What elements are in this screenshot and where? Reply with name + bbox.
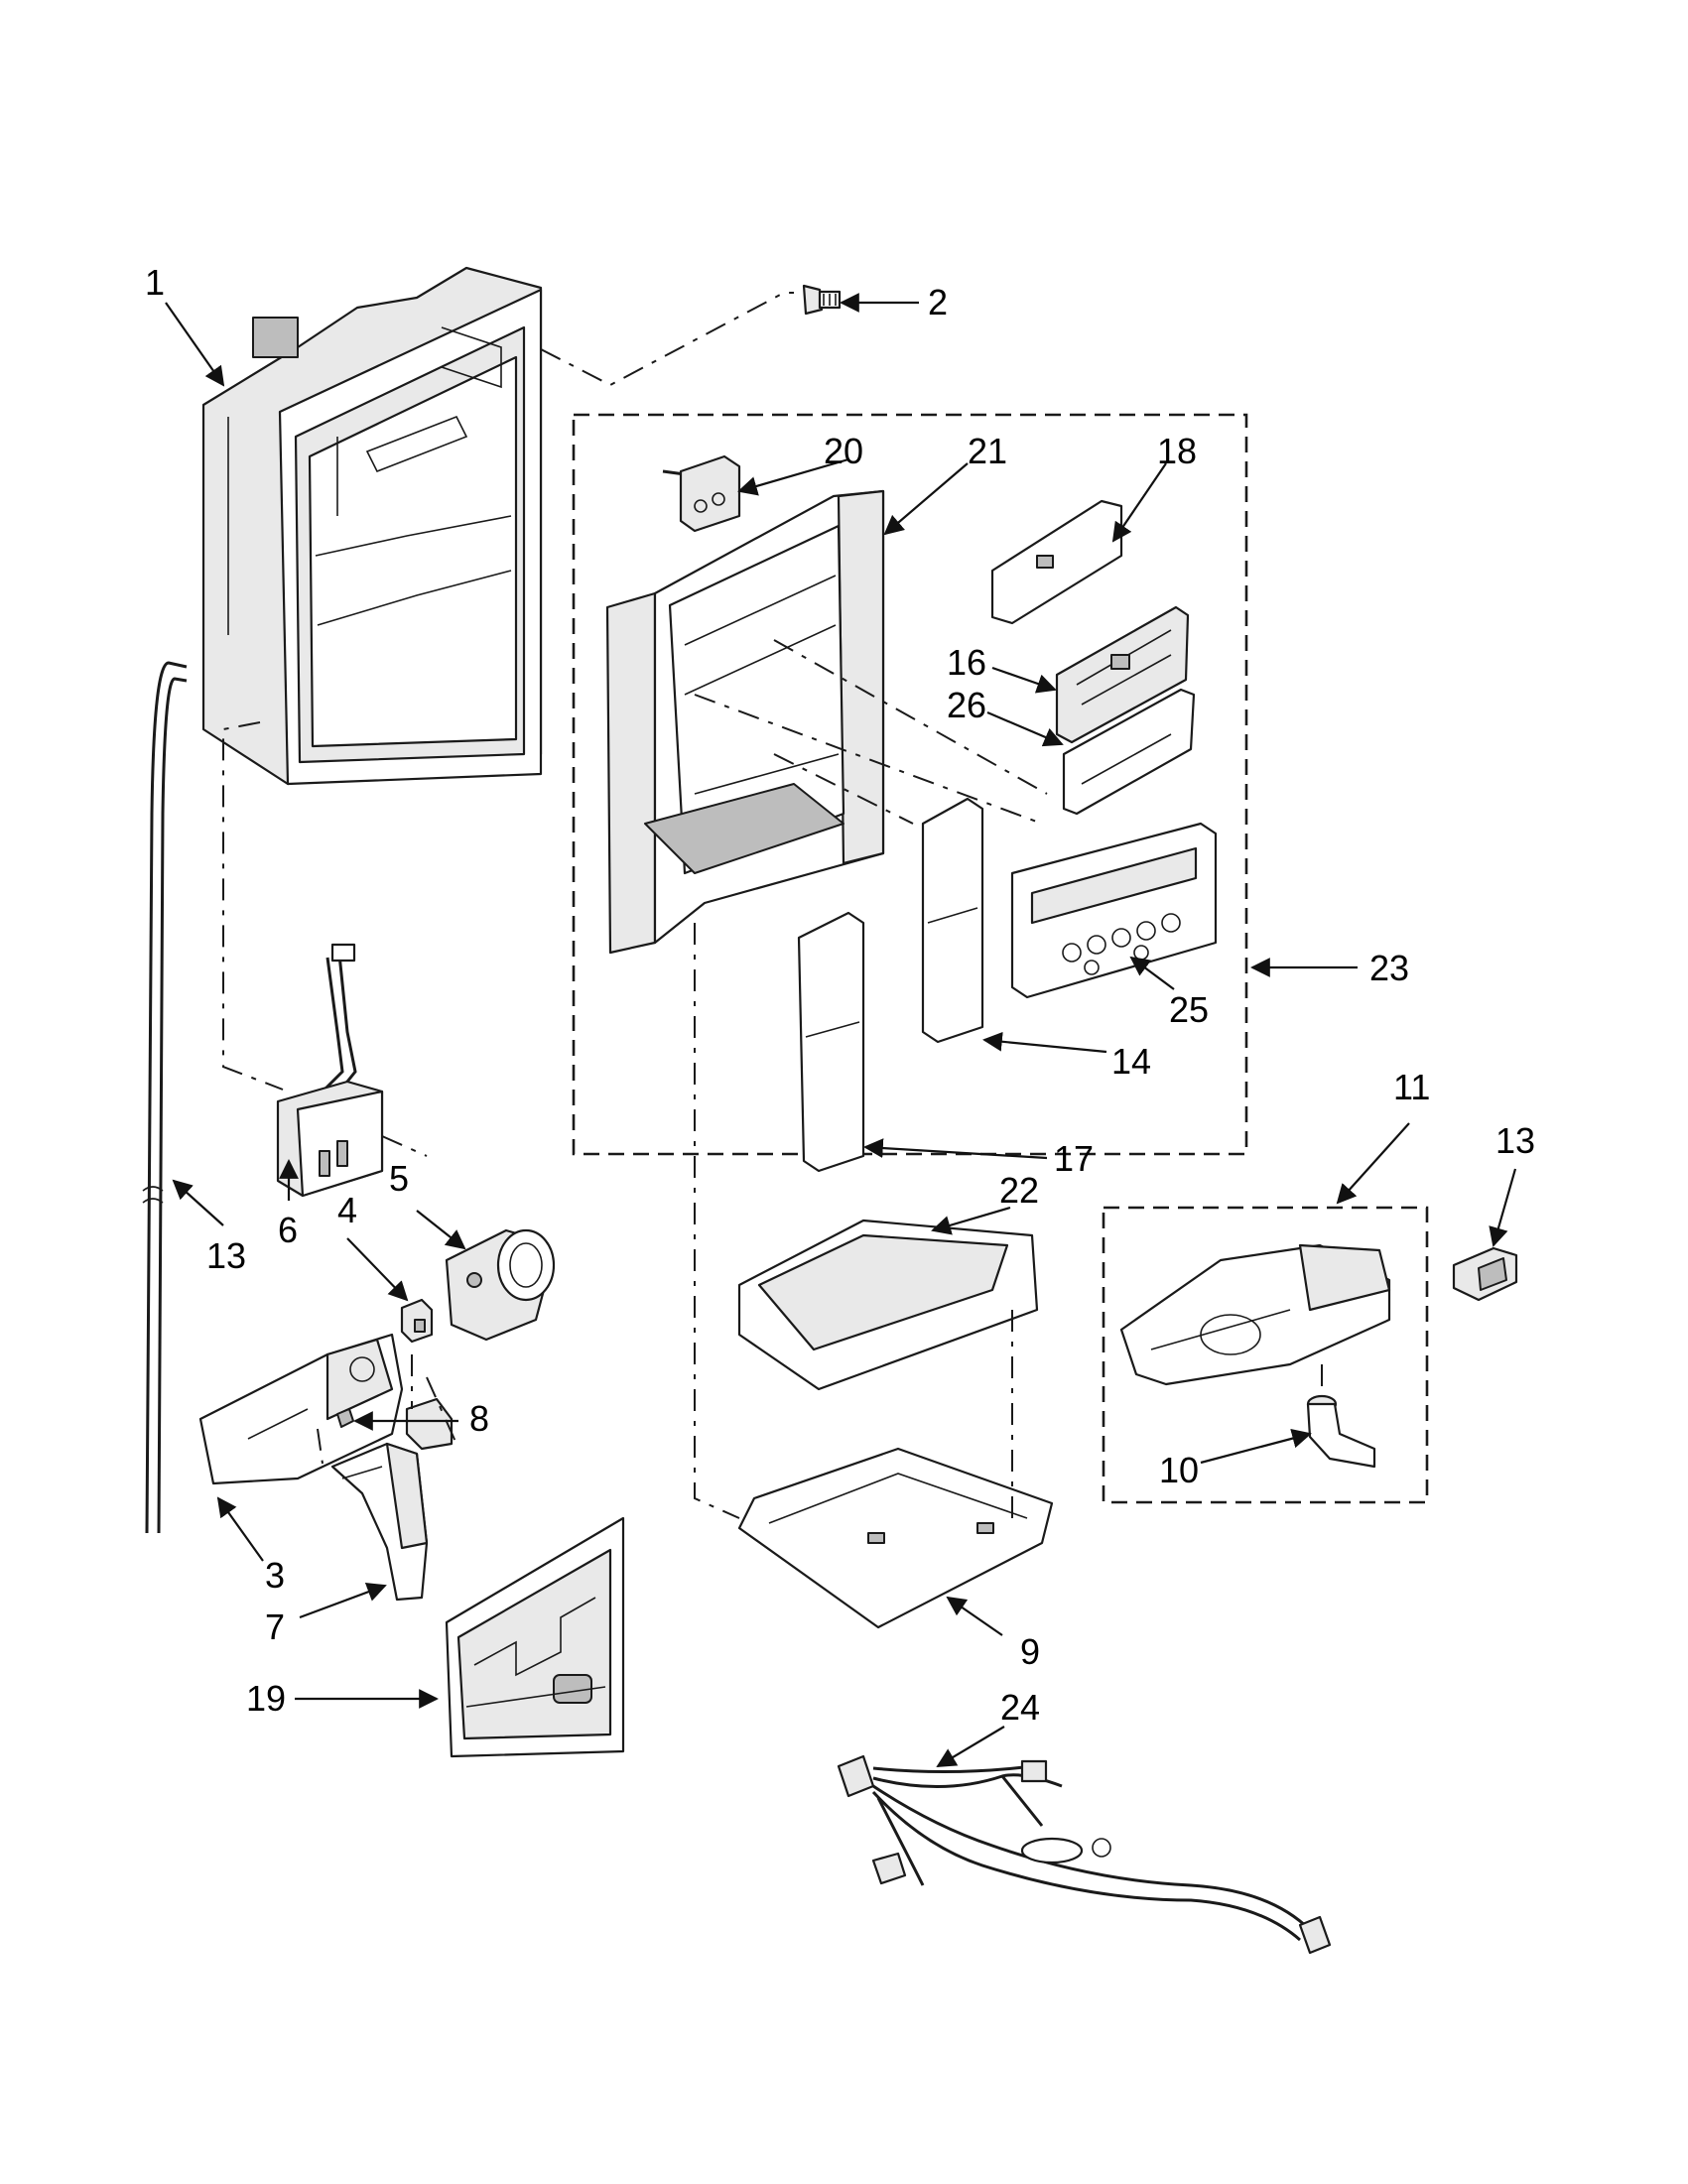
lever-housing-part (198, 1333, 404, 1485)
elbow-part (1306, 1394, 1376, 1469)
callout-19: 19 (246, 1678, 286, 1719)
callout-23: 23 (1369, 948, 1409, 988)
callout-14: 14 (1111, 1041, 1151, 1082)
control-box-part (276, 943, 384, 1198)
callout-13-left: 13 (206, 1235, 246, 1276)
callout-24: 24 (1000, 1687, 1040, 1728)
tray-grille-part (737, 1219, 1039, 1391)
callout-8: 8 (469, 1398, 489, 1439)
assembly-23-box (572, 413, 1248, 1156)
callout-16: 16 (947, 642, 986, 683)
light-socket-part (662, 454, 741, 533)
dispenser-frame-part (605, 489, 885, 955)
board-cover-part (990, 499, 1123, 625)
screw-part (802, 284, 842, 316)
callout-1: 1 (145, 262, 165, 303)
control-panel-part (1010, 822, 1218, 999)
interface-board-part (1062, 688, 1196, 816)
callout-20: 20 (824, 431, 863, 471)
door-switch-part (1452, 1246, 1518, 1302)
callout-9: 9 (1020, 1631, 1040, 1672)
assembly-11-box (1102, 1206, 1429, 1504)
callout-26: 26 (947, 685, 986, 725)
leader-lines (165, 293, 1517, 1768)
motor-part (445, 1228, 556, 1342)
callout-17: 17 (1054, 1138, 1094, 1179)
callout-25: 25 (1169, 989, 1209, 1030)
water-tube-part (142, 661, 188, 1534)
lever-screw-part (336, 1397, 454, 1451)
callout-21: 21 (968, 431, 1007, 471)
callout-7: 7 (265, 1606, 285, 1647)
right-trim-part (921, 797, 984, 1044)
callout-22: 22 (999, 1170, 1039, 1211)
callout-3: 3 (265, 1555, 285, 1596)
drip-tray-part (737, 1447, 1054, 1629)
wire-harness-part (837, 1754, 1332, 1955)
callout-18: 18 (1157, 431, 1197, 471)
callout-10: 10 (1159, 1450, 1199, 1490)
dispenser-housing-part (201, 266, 543, 786)
callout-2: 2 (928, 282, 948, 322)
callout-labels: 1 2 20 21 18 16 26 23 25 14 17 11 13 13 … (145, 262, 1535, 1728)
callout-6: 6 (278, 1210, 298, 1250)
front-panel-part (445, 1516, 625, 1758)
callout-4: 4 (337, 1190, 357, 1230)
actuator-arm-part (330, 1442, 429, 1602)
switch-part (400, 1298, 434, 1344)
callout-11: 11 (1393, 1067, 1430, 1107)
ice-door-assembly-part (1119, 1243, 1391, 1386)
callout-5: 5 (389, 1158, 409, 1199)
alignment-lines (222, 292, 1323, 1523)
left-trim-part (797, 911, 865, 1173)
callout-13-right: 13 (1495, 1120, 1535, 1161)
